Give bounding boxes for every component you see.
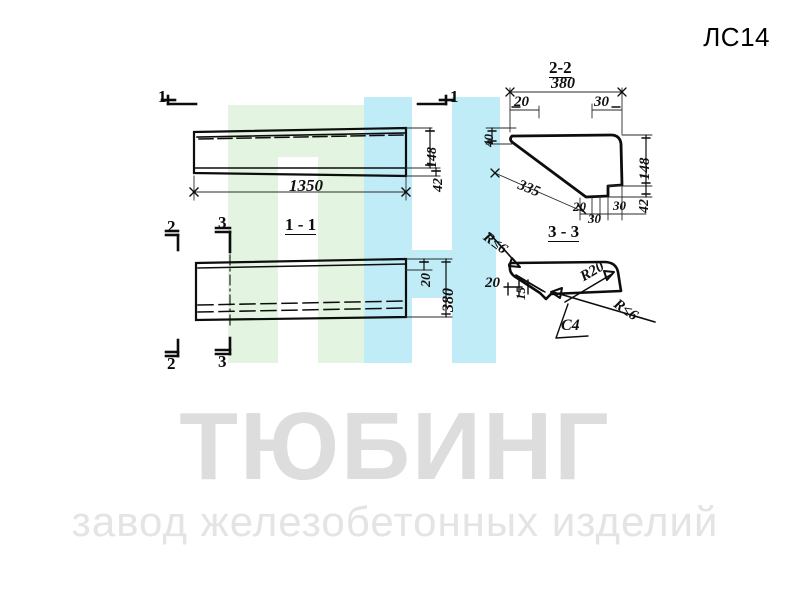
dim-label-s22-bottom-30: 30 bbox=[588, 211, 601, 226]
view-section-2-2 bbox=[485, 87, 653, 221]
dim-label-width-380: 380 bbox=[440, 288, 457, 312]
section-mark-label-3-top: 3 bbox=[218, 213, 227, 232]
annotation-r6-bottom: R≤6 bbox=[610, 296, 641, 325]
section-mark-label-2-bottom: 2 bbox=[167, 354, 176, 373]
dim-tick-1350-right bbox=[401, 187, 411, 197]
dim-label-s22-148: 148 bbox=[637, 157, 653, 181]
drawing-code-label: ЛС14 bbox=[703, 22, 770, 52]
dim-label-s22-380: 380 bbox=[551, 75, 575, 92]
dim-label-height-148: 148 bbox=[425, 147, 440, 168]
section-mark-label-1-left: 1 bbox=[158, 87, 167, 106]
section-3-3-bar-inner-2 bbox=[519, 277, 546, 293]
arrow-r6-top bbox=[508, 257, 521, 268]
dim-label-s22-40: 40 bbox=[481, 134, 496, 147]
dim-label-length-1350: 1350 bbox=[289, 176, 323, 195]
watermark-block-green-right bbox=[318, 105, 368, 363]
view-plan-bottom bbox=[164, 226, 453, 358]
section-mark-label-3-bottom: 3 bbox=[218, 352, 227, 371]
dim-tick-1350-left bbox=[189, 187, 199, 197]
arrow-r6-bottom bbox=[550, 287, 563, 299]
dim-label-s22-20: 20 bbox=[514, 94, 529, 110]
dim-label-s33-20: 20 bbox=[485, 275, 500, 291]
dim-label-s22-42: 42 bbox=[637, 199, 652, 213]
leader-r6-bottom bbox=[552, 291, 656, 323]
dim-label-s22-bottom-30b: 30 bbox=[613, 198, 626, 213]
annotation-bar-mark-c4: C4 bbox=[561, 317, 580, 334]
dim-tick-380-left-s22 bbox=[505, 87, 515, 97]
brand-tagline-watermark: завод железобетонных изделий bbox=[71, 498, 719, 545]
view-plan-top bbox=[160, 94, 455, 201]
bottom-view-hidden-line-1 bbox=[197, 300, 405, 306]
top-view-inner-edge bbox=[196, 132, 407, 138]
annotation-r6-top: R≤6 bbox=[479, 229, 511, 258]
dim-tick-380-right-s22 bbox=[617, 87, 627, 97]
dim-arrow-335-right-s22 bbox=[577, 204, 587, 215]
dim-label-s22-30: 30 bbox=[594, 94, 609, 110]
watermark-block-cyan-left bbox=[364, 97, 412, 363]
dim-label-width-20: 20 bbox=[419, 273, 434, 287]
view-label-2-2: 2-2 bbox=[549, 58, 572, 78]
section-mark-label-2-top: 2 bbox=[167, 217, 176, 236]
dim-label-height-42: 42 bbox=[431, 178, 446, 192]
brand-name-watermark: ТЮБИНГ bbox=[179, 393, 611, 500]
top-view-hidden-line bbox=[198, 134, 405, 140]
dim-label-s33-15: 15 bbox=[513, 287, 528, 300]
view-label-3-3: 3 - 3 bbox=[548, 222, 580, 242]
leader-c4-base bbox=[555, 335, 589, 339]
section-2-2-profile bbox=[509, 133, 624, 199]
dim-label-s22-bottom-20: 20 bbox=[573, 199, 586, 214]
leader-c4-left bbox=[555, 303, 569, 339]
section-mark-label-1-right: 1 bbox=[450, 87, 459, 106]
view-section-3-3 bbox=[488, 232, 656, 339]
bottom-view-inner-edge bbox=[197, 263, 407, 269]
dim-line-335-s22 bbox=[494, 172, 585, 213]
annotation-r20: R20 bbox=[577, 258, 608, 285]
arrow-r20 bbox=[603, 270, 615, 281]
bottom-view-hidden-line-2 bbox=[197, 307, 405, 313]
view-label-1-1: 1 - 1 bbox=[285, 215, 317, 235]
dim-label-s22-335: 335 bbox=[515, 177, 543, 201]
dim-tick-335-left-s22 bbox=[490, 168, 500, 178]
